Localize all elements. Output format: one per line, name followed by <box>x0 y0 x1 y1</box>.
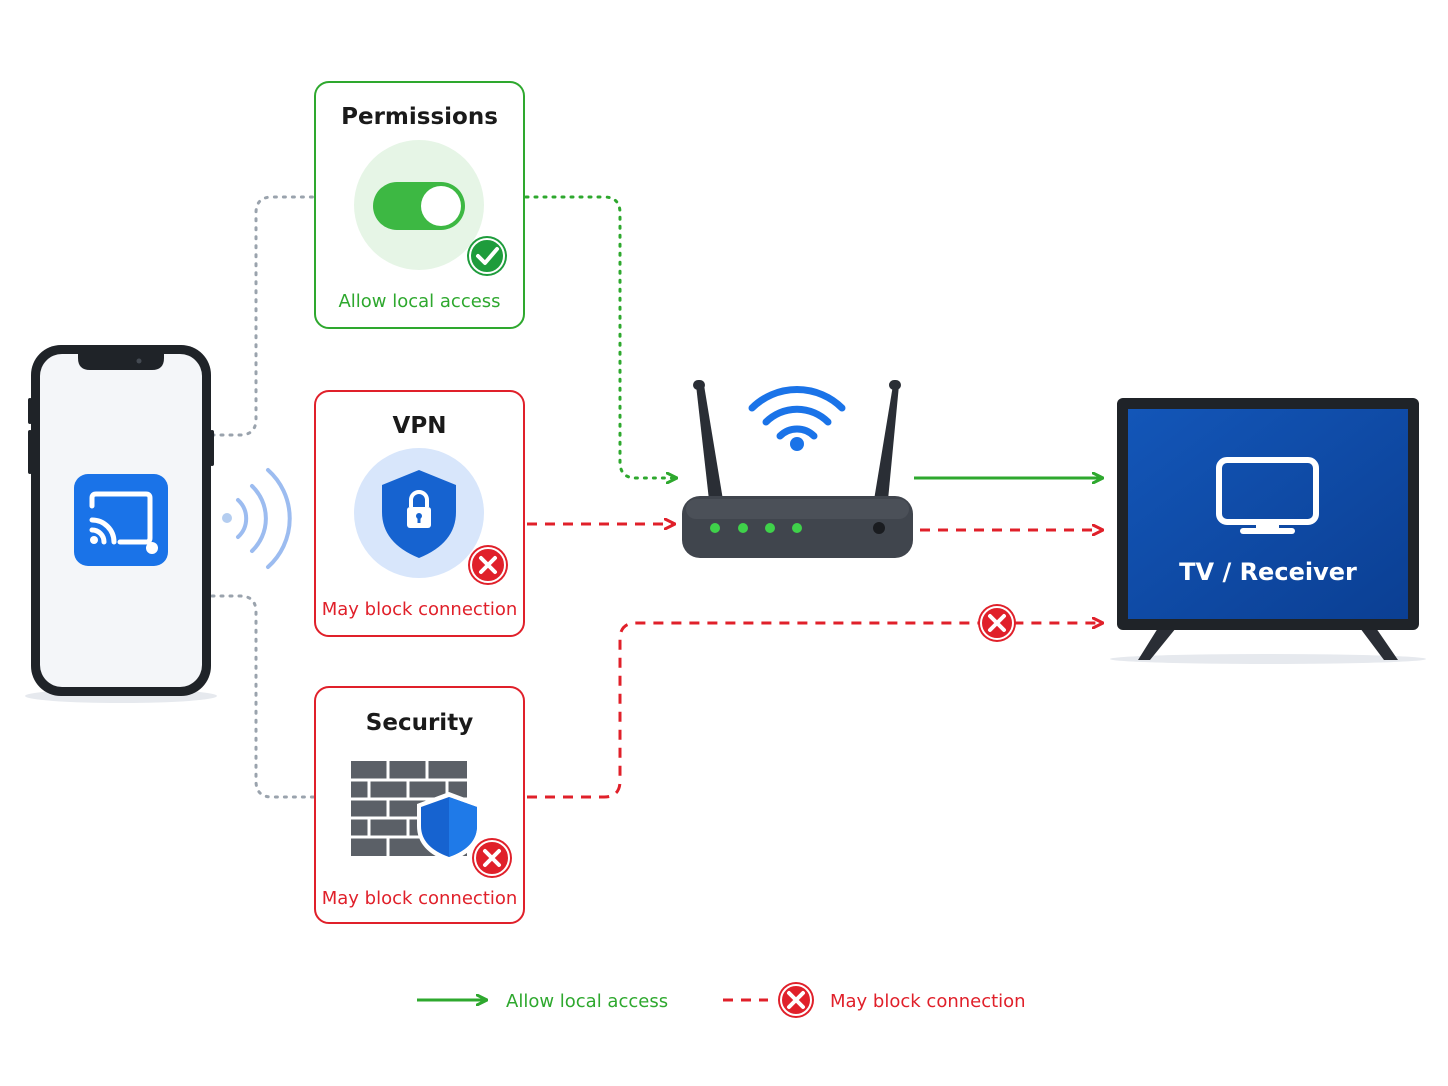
security-card: Security <box>314 686 525 924</box>
legend-allow-label: Allow local access <box>506 991 668 1012</box>
connector-security-tv <box>527 623 1102 799</box>
legend-allow: Allow local access <box>417 991 668 1012</box>
x-icon <box>978 604 1016 642</box>
vpn-title: VPN <box>393 413 447 439</box>
toggle-on-icon <box>373 182 465 230</box>
permissions-card: Permissions Allow local access <box>314 81 525 329</box>
cast-app-icon <box>74 474 168 566</box>
connector-permissions-router <box>524 195 676 478</box>
security-title: Security <box>366 710 473 736</box>
vpn-card: VPN May block connection <box>314 390 525 637</box>
tv-label: TV / Receiver <box>1179 558 1357 586</box>
legend: Allow local access May block connection <box>417 982 1026 1018</box>
phone <box>25 345 217 703</box>
permissions-title: Permissions <box>341 104 498 130</box>
signal-waves-icon <box>222 468 292 569</box>
connector-phone-permissions <box>210 195 316 437</box>
check-icon <box>467 236 507 276</box>
monitor-icon <box>1216 457 1319 534</box>
wifi-icon <box>748 386 846 451</box>
tv-receiver: TV / Receiver <box>1110 398 1426 664</box>
legend-block: May block connection <box>723 982 1026 1018</box>
vpn-caption: May block connection <box>322 599 518 620</box>
x-icon <box>778 982 814 1018</box>
security-caption: May block connection <box>322 888 518 909</box>
x-icon <box>472 838 512 878</box>
permissions-caption: Allow local access <box>338 291 500 312</box>
connector-phone-security <box>210 594 316 799</box>
vpn-shield-lock-icon <box>382 470 456 558</box>
x-icon <box>468 545 508 585</box>
legend-block-label: May block connection <box>830 991 1026 1012</box>
router <box>682 380 913 558</box>
firewall-shield-icon <box>351 761 481 862</box>
